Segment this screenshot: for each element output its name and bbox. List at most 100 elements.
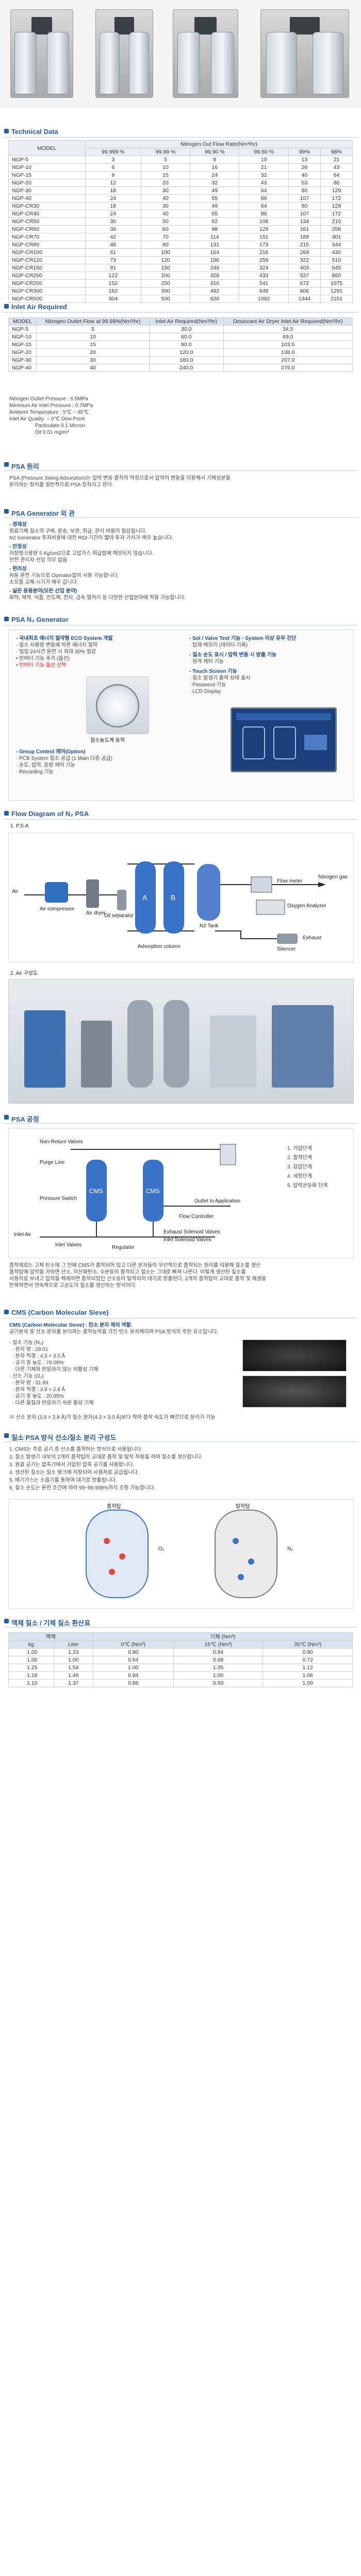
table-cell: 216 (239, 248, 289, 257)
table-cell: NGP-5 (8, 325, 37, 333)
table-cell: 91 (85, 264, 141, 272)
table-cell: 215 (320, 217, 353, 226)
table-cell: 10 (239, 156, 289, 164)
table-cell: 10 (36, 333, 150, 341)
svg-text:CMS: CMS (89, 1188, 103, 1195)
feature-heading: - 경제성 (9, 522, 27, 528)
table-cell: NGP-CR60 (8, 225, 86, 233)
table-cell: 3 (85, 156, 141, 164)
col-purity: 99.50 % (239, 148, 289, 156)
table-cell: 30.0 (149, 325, 224, 333)
table-cell: 42 (85, 233, 141, 241)
note-line: Minimum Air Inlet Pressure : 0.7MPa (9, 403, 93, 409)
traits-list: 1. CMS는 주로 공기 중 산소를 흡착하는 방식으로 사용됩니다.2. 질… (9, 1446, 350, 1492)
gauge-label: 질소농도계 동작 (90, 738, 125, 743)
col-purity: 99% (288, 148, 321, 156)
table-cell: NGP-CR100 (8, 248, 86, 257)
table-cell: 32 (190, 179, 240, 187)
table-cell: 164 (190, 248, 240, 257)
process-steps: 1. 가압단계 2. 흡착단계 3. 감압단계 4. 세정단계 5. 압력균등화… (287, 1144, 349, 1191)
table-cell: 18 (85, 187, 141, 195)
table-cell: NGP-CR500 (8, 295, 86, 303)
table-cell: NGP-5 (8, 156, 86, 164)
label-purge-line: Purge Line (40, 1160, 65, 1165)
label-outlet: Outlet to Application (194, 1198, 240, 1204)
table-cell: 0.88 (92, 1679, 174, 1687)
divider (3, 470, 358, 471)
cms-intro: CMS (Carbon Molecular Sieve) : 탄소 분자 체의 … (9, 1322, 350, 1335)
table-cell: 1.46 (53, 1671, 93, 1680)
feature-text: 저장탱크용량 5 Kg/cm2으로 고압가스 취급법에 해당되지 않습니다. (9, 551, 154, 556)
table-cell: 215 (288, 241, 321, 249)
table-cell: NGP-20 (8, 179, 86, 187)
adsorption-column-icon (163, 861, 184, 934)
cms-specs: - 질소 기능 (N₂) · 분자 량 : 28.01 · 분자 직경 : 4.… (9, 1340, 226, 1406)
table-cell: 269 (288, 248, 321, 257)
table-cell: NGP-15 (8, 171, 86, 179)
divider (3, 1123, 358, 1124)
process-text: 흡착제로는 고체 탄소에 그 안에 CMS가 흡착되어 있고 다른 분자들이 우… (9, 1263, 261, 1268)
table-cell: 64 (320, 171, 353, 179)
table-cell: 30 (36, 356, 150, 364)
table-cell: 1.00 (53, 1656, 93, 1664)
table-cell: 13 (288, 156, 321, 164)
table-cell: 173 (239, 241, 289, 249)
table-cell: 150 (140, 264, 191, 272)
cms-footer: ※ 산소 분자 (3.9 × 2.8 Å)가 질소 분자(4.3 × 3.0 Å… (9, 1415, 216, 1420)
table-cell: 49 (190, 187, 240, 195)
table-cell: 1.10 (8, 1679, 54, 1687)
table-cell: 1.00 (173, 1671, 264, 1680)
table-cell: 152 (85, 279, 141, 287)
feature-text: · Recording 기능 (16, 769, 54, 775)
label-exhaust-valves: Exhaust Solenoid Valves (163, 1229, 220, 1235)
table-cell: 403 (288, 264, 321, 272)
psa-text-line: 분리하는 장치를 일반적으로 PSA 장치라고 한다. (9, 482, 113, 488)
spec-line: · 다른 기체와 반응하지 않는 비활성 기체 (9, 1367, 99, 1372)
table-cell: NGP-CR150 (8, 264, 86, 272)
table-cell: 86 (239, 194, 289, 202)
table-cell: 107 (288, 210, 321, 218)
divider (3, 1627, 358, 1628)
table-cell: 24 (85, 194, 141, 202)
air-dryer-icon (86, 879, 99, 908)
table-cell: 18 (85, 202, 141, 210)
table-cell: 24 (85, 210, 141, 218)
cms-pellets-photo (242, 1376, 347, 1408)
label-adsorption-tower: 흡착탑 (107, 1504, 121, 1510)
table-cell: 1082 (239, 295, 289, 303)
spec-line: · 분자 량 : 28.01 (9, 1347, 48, 1352)
feature-heading: - 국내최초 에너지 절약형 ECO System 개발 (16, 636, 113, 641)
feature-text: 소모품 교체 시기가 매우 깁니다. (9, 580, 78, 585)
table-cell: 69.0 (223, 333, 353, 341)
section-title-psa: PSA 원리 (3, 461, 39, 471)
col-flow-rate: Nitrogen Out Flow Rate(Nm³/hr) (85, 140, 353, 148)
table-cell: 20 (140, 179, 191, 187)
table-cell: 64 (239, 187, 289, 195)
table-cell: 34.5 (223, 325, 353, 333)
feature-heading: - 편리성 (9, 566, 27, 572)
feature-text: N2 Generator 투자비용에 대한 ROI 기간이 짧아 투자 가치가 … (9, 535, 173, 541)
col-gas: 기체 (Nm³) (92, 1632, 353, 1641)
table-cell: 860 (320, 272, 353, 280)
table-cell: 65 (190, 194, 240, 202)
feature-heading: - 넓은 응용분야(모든 산업 분야) (9, 588, 77, 594)
label-adsorption: Adsorption column (138, 944, 180, 950)
spec-line: · 분자 량 : 31.99 (9, 1380, 48, 1386)
table-cell: 240.0 (149, 364, 224, 372)
section-title-psa-process: PSA 공정 (3, 1114, 39, 1124)
section-title-cms: CMS (Carbon Molecular Sieve) (3, 1309, 109, 1316)
table-cell: 0.94 (92, 1671, 174, 1680)
table-cell: 0.64 (92, 1656, 174, 1664)
note-line: Particulate 0.1 Micron (9, 423, 85, 429)
